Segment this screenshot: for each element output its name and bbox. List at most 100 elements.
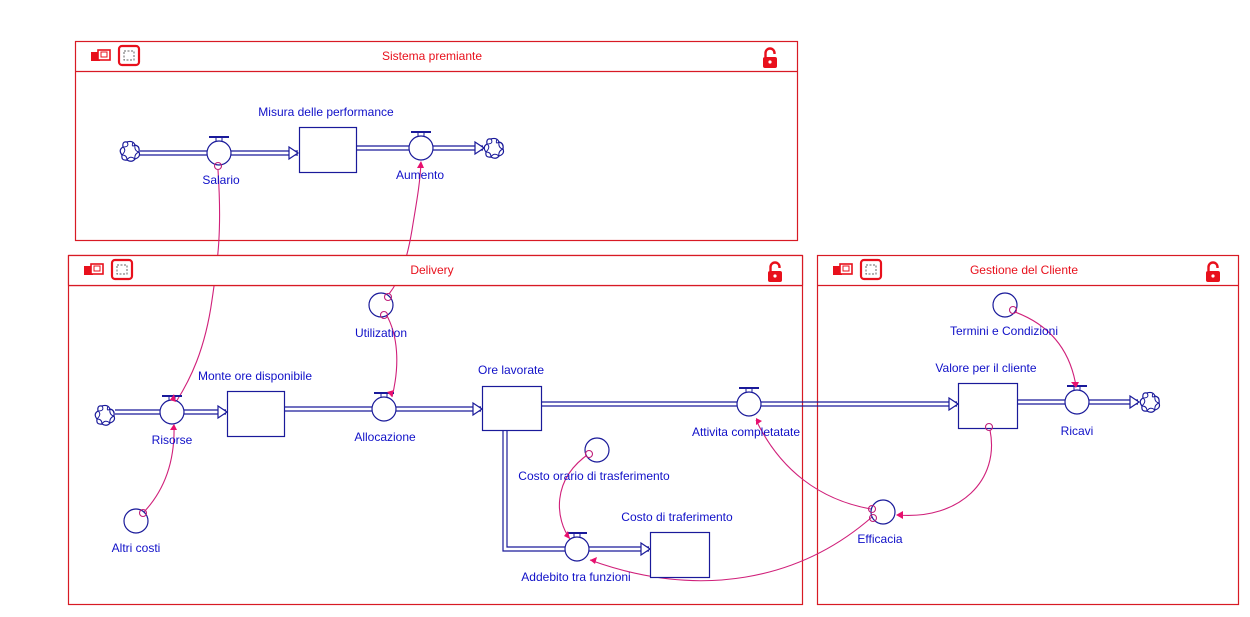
sector-gestione-cliente[interactable]: Gestione del Cliente: [816, 254, 1240, 606]
flow-valve-icon[interactable]: [408, 135, 434, 161]
connector-arrowhead: [170, 424, 177, 430]
cloud-source-icon[interactable]: [119, 140, 141, 162]
converter-label: Efficacia: [857, 532, 902, 546]
connector-arrowhead: [896, 511, 903, 519]
connector-arrowhead: [417, 161, 424, 168]
converter-label: Termini e Condizioni: [950, 324, 1058, 338]
flow-valve-icon[interactable]: [1064, 389, 1090, 415]
flow-valve-icon[interactable]: [206, 140, 232, 166]
stock-misura-performance[interactable]: Misura delle performance: [258, 105, 394, 174]
connector-tail: [383, 292, 393, 302]
stock-costo-trasferimento[interactable]: Costo di traferimento: [621, 510, 733, 579]
flow-valve-icon[interactable]: [564, 536, 590, 562]
cloud-source-icon[interactable]: [94, 404, 116, 426]
flow-valve-icon[interactable]: [159, 399, 185, 425]
converter-icon[interactable]: [584, 437, 610, 463]
converter-icon[interactable]: [992, 292, 1018, 318]
connector-costoorario-addebito[interactable]: [558, 452, 591, 540]
flow-risorse[interactable]: Risorse: [152, 395, 193, 447]
stock-ore-lavorate[interactable]: Ore lavorate: [478, 363, 544, 432]
pipe-arrowhead: [472, 401, 484, 417]
flow-ricavi[interactable]: Ricavi: [1061, 385, 1094, 438]
pipe-arrowhead: [948, 396, 960, 412]
stock-box[interactable]: [649, 531, 711, 579]
connector-efficacia-addebito[interactable]: [589, 516, 873, 582]
connector-tail: [584, 449, 594, 459]
flow-label: Risorse: [152, 433, 193, 447]
connectors-lower: [142, 311, 1077, 582]
sector-run-icon[interactable]: [91, 49, 111, 61]
converter-costo-orario[interactable]: Costo orario di trasferimento: [518, 437, 670, 483]
stock-label: Ore lavorate: [478, 363, 544, 377]
converter-altri-costi[interactable]: Altri costi: [112, 508, 161, 555]
connector-valore-efficacia[interactable]: [897, 429, 992, 516]
flow-label: Ricavi: [1061, 424, 1094, 438]
connector-arrowhead: [564, 531, 570, 539]
converter-label: Utilization: [355, 326, 407, 340]
sector-frame: [816, 254, 1240, 606]
pipe-arrowhead: [288, 145, 300, 161]
stock-box[interactable]: [226, 390, 286, 438]
flow-label: Attivita completatate: [692, 425, 800, 439]
stock-label: Costo di traferimento: [621, 510, 733, 524]
connector-arrowhead: [387, 390, 394, 397]
flow-label: Addebito tra funzioni: [521, 570, 630, 584]
converter-label: Altri costi: [112, 541, 161, 555]
sector-frame: [74, 40, 799, 242]
flow-valve-icon[interactable]: [736, 391, 762, 417]
connector-tail: [867, 504, 877, 514]
stock-valore-cliente[interactable]: Valore per il cliente: [935, 361, 1037, 430]
converter-icon[interactable]: [123, 508, 149, 534]
pipe-arrowhead: [1129, 394, 1141, 410]
connector-salario-risorse[interactable]: [175, 169, 221, 403]
converter-utilization[interactable]: Utilization: [355, 292, 407, 340]
flow-valve-icon[interactable]: [371, 396, 397, 422]
pipe-addebito[interactable]: [502, 431, 649, 552]
flow-addebito[interactable]: Addebito tra funzioni: [521, 532, 631, 584]
converter-termini[interactable]: Termini e Condizioni: [950, 292, 1058, 338]
connector-arrowhead: [590, 557, 597, 564]
flow-aumento[interactable]: Aumento: [396, 131, 444, 182]
unlock-icon[interactable]: [763, 47, 777, 69]
connector-tail: [1008, 305, 1018, 315]
flow-attivita-completate[interactable]: Attivita completatate: [692, 387, 800, 439]
stock-box[interactable]: [298, 126, 358, 174]
stock-label: Monte ore disponibile: [198, 369, 312, 383]
pipe-arrowhead: [474, 140, 486, 156]
cloud-sink-icon[interactable]: [1139, 391, 1161, 413]
pipe-arrowhead: [217, 404, 229, 420]
pipe-arrowhead: [640, 541, 652, 557]
connector-utilization-allocazione[interactable]: [385, 313, 398, 398]
unlock-icon[interactable]: [1206, 261, 1220, 283]
stock-box[interactable]: [957, 382, 1019, 430]
sector-sistema-premiante[interactable]: Sistema premiante: [74, 40, 799, 242]
connector-tail: [213, 161, 223, 171]
stock-label: Valore per il cliente: [935, 361, 1036, 375]
flow-label: Salario: [202, 173, 240, 187]
sector-run-icon[interactable]: [833, 263, 853, 275]
sector-run-icon[interactable]: [84, 263, 104, 275]
stock-monte-ore[interactable]: Monte ore disponibile: [198, 369, 312, 438]
connector-tail: [984, 422, 994, 432]
flow-pipes: [115, 140, 1141, 557]
sector-title: Gestione del Cliente: [970, 263, 1078, 277]
connector-efficacia-attivita[interactable]: [755, 419, 872, 510]
sector-select-icon[interactable]: [859, 258, 883, 281]
flow-salario[interactable]: Salario: [202, 136, 240, 187]
sector-select-icon[interactable]: [110, 258, 134, 281]
connector-tail: [138, 508, 148, 518]
delivery-header-mask: [69, 256, 802, 285]
connector-termini-ricavi[interactable]: [1014, 311, 1077, 387]
stock-label: Misura delle performance: [258, 105, 394, 119]
unlock-icon[interactable]: [768, 261, 782, 283]
sector-title: Delivery: [410, 263, 453, 277]
connector-endpoints: [138, 161, 1079, 564]
flow-label: Aumento: [396, 168, 444, 182]
cloud-sink-icon[interactable]: [483, 137, 505, 159]
sector-select-icon[interactable]: [117, 44, 141, 67]
stock-box[interactable]: [481, 385, 543, 432]
flow-allocazione[interactable]: Allocazione: [354, 392, 416, 444]
connector-altricosti-risorse[interactable]: [142, 424, 175, 514]
connector-tail: [379, 310, 389, 320]
